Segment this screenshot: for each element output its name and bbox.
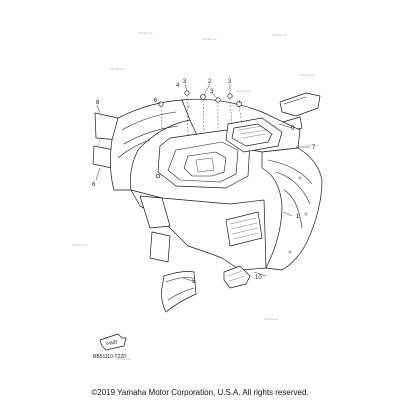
watermark: Partzilla.com bbox=[116, 357, 131, 361]
callout-1: 1 bbox=[296, 214, 300, 220]
part-10-pad bbox=[223, 265, 251, 289]
watermark: Partzilla.com bbox=[110, 67, 125, 71]
callout-labels: 1 2 3 3 3 4 5 6 6 7 8 9 10 bbox=[92, 79, 316, 285]
part-7-bracket bbox=[225, 117, 283, 153]
fwd-label: FWD bbox=[106, 339, 119, 348]
callout-7: 7 bbox=[312, 145, 316, 151]
watermark: Partzilla.com bbox=[202, 37, 217, 41]
callout-6a: 6 bbox=[154, 98, 158, 104]
callout-10: 10 bbox=[255, 275, 262, 281]
callout-3a: 3 bbox=[183, 79, 187, 85]
callout-9: 9 bbox=[291, 126, 295, 132]
watermark: Partzilla.com bbox=[272, 33, 287, 37]
part-4-under-flap bbox=[139, 195, 171, 263]
fwd-arrow-icon: FWD bbox=[99, 333, 127, 351]
diagram-code: BB51110-T220 bbox=[93, 354, 126, 360]
callout-5: 5 bbox=[192, 279, 196, 285]
callout-6b: 6 bbox=[92, 182, 96, 188]
callout-8: 8 bbox=[96, 100, 100, 106]
copyright-notice: ©2019 Yamaha Motor Corporation, U.S.A. A… bbox=[91, 388, 309, 397]
watermark: Partzilla.com bbox=[305, 143, 320, 147]
part-5-splash-guard bbox=[161, 271, 197, 313]
callout-3c: 3 bbox=[228, 79, 232, 85]
watermark: Partzilla.com bbox=[236, 89, 251, 93]
storage-box bbox=[157, 129, 251, 189]
leader-lines bbox=[95, 83, 310, 283]
callout-2: 2 bbox=[208, 79, 212, 85]
watermark: Partzilla.com bbox=[300, 73, 315, 77]
watermark: Partzilla.com bbox=[72, 243, 87, 247]
watermark: Partzilla.com bbox=[138, 31, 153, 35]
callout-3b: 3 bbox=[210, 89, 214, 95]
callout-4: 4 bbox=[176, 83, 180, 89]
watermark: Partzilla.com bbox=[264, 317, 279, 321]
